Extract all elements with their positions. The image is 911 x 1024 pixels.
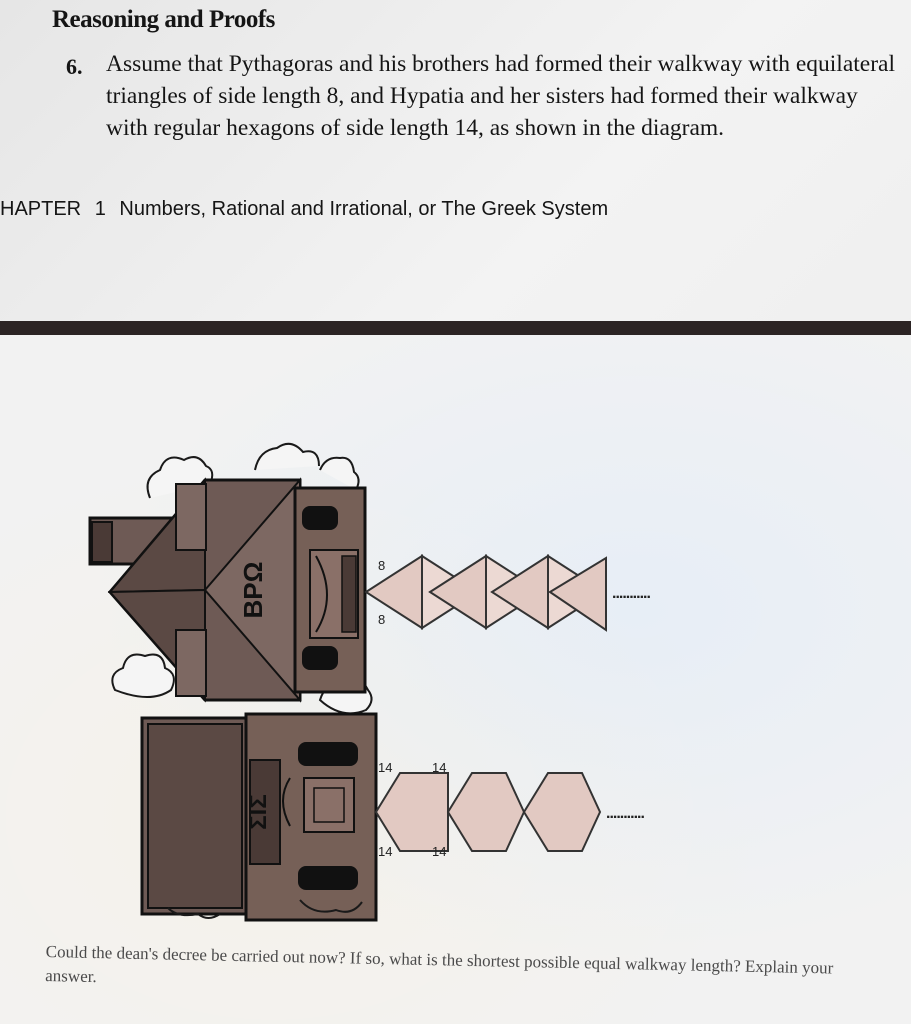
walkway-diagram: BPΩ 8 8 ........... xyxy=(88,442,651,922)
triangle-tile-4 xyxy=(548,556,607,632)
problem-text: Assume that Pythagoras and his brothers … xyxy=(106,51,896,141)
bushes-bottom xyxy=(167,899,363,919)
triangle-side-label-top: 8 xyxy=(378,558,385,573)
house-bpo: BPΩ xyxy=(88,477,367,703)
hexagon-continuation-dots: ........... xyxy=(606,805,644,822)
hexagon-tile-partial xyxy=(374,772,449,852)
house-sis-sign: ΣΙΣ xyxy=(245,794,272,829)
hexagon-tile-2 xyxy=(446,772,526,852)
triangle-continuation-dots: ........... xyxy=(612,585,650,602)
triangle-tile-1 xyxy=(364,554,423,630)
hex-side-label-bottom-1: 14 xyxy=(378,844,392,859)
diagram-area: BPΩ 8 8 ........... xyxy=(0,335,911,1024)
section-title: Reasoning and Proofs xyxy=(52,6,275,33)
house-sis: ΣΙΣ xyxy=(140,712,378,922)
hexagon-tile-3 xyxy=(522,772,602,852)
chapter-number: 1 xyxy=(94,198,106,220)
hex-side-label-top-2: 14 xyxy=(432,760,446,775)
chapter-title: Numbers, Rational and Irrational, or The… xyxy=(119,198,609,220)
divider-bar xyxy=(0,321,911,335)
house-bpo-sign: BPΩ xyxy=(238,562,268,619)
triangle-side-label-bottom: 8 xyxy=(378,612,385,627)
hex-side-label-bottom-2: 14 xyxy=(432,844,446,859)
chapter-label: HAPTER xyxy=(0,198,82,220)
hex-side-label-top-1: 14 xyxy=(378,760,392,775)
triangle-walkway xyxy=(364,554,607,632)
problem-number: 6. xyxy=(66,54,83,79)
chapter-header: HAPTER 1 Numbers, Rational and Irrationa… xyxy=(0,198,616,221)
hexagon-walkway xyxy=(374,772,602,852)
